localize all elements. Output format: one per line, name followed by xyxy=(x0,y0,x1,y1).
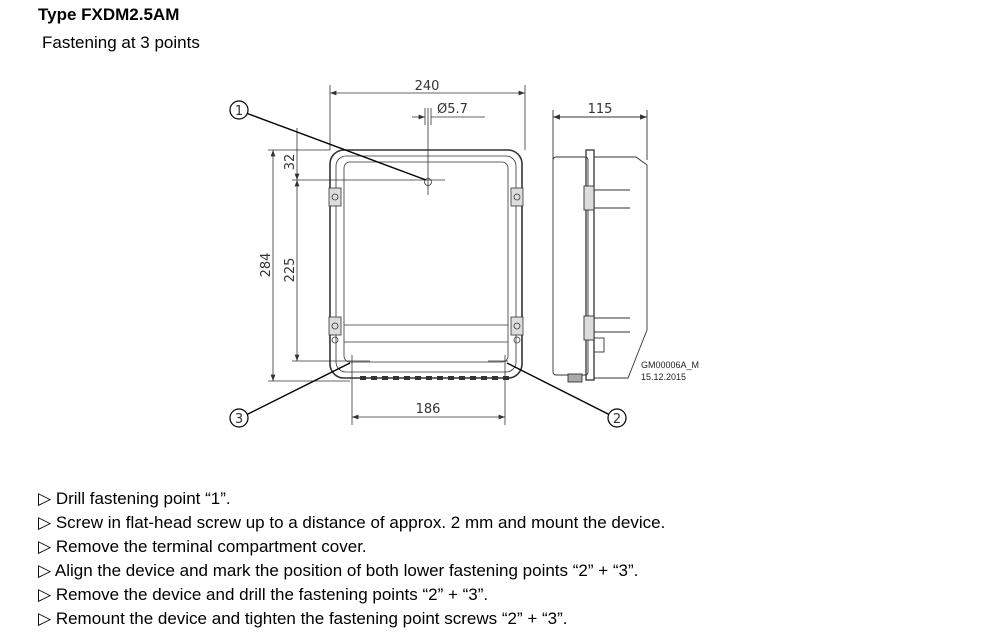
page-title: Type FXDM2.5AM xyxy=(38,5,180,24)
callout-3: 3 xyxy=(235,412,243,427)
callout-1: 1 xyxy=(235,104,243,119)
triangle-bullet-icon: ▷ xyxy=(38,537,52,556)
mounting-drawing: 240 Ø5.7 32 284 225 186 115 1 2 3 GM0000… xyxy=(229,79,699,428)
dim-height-points: 225 xyxy=(283,258,298,283)
triangle-bullet-icon: ▷ xyxy=(38,489,52,508)
triangle-bullet-icon: ▷ xyxy=(38,609,52,628)
callout-2: 2 xyxy=(613,412,621,427)
instruction-list: ▷ Drill fastening point “1”. ▷ Screw in … xyxy=(38,487,665,631)
list-item: ▷ Screw in flat-head screw up to a dista… xyxy=(38,513,666,532)
drawing-code: GM00006A_M xyxy=(641,360,699,370)
drawing-date: 15.12.2015 xyxy=(641,372,686,382)
dim-width: 240 xyxy=(415,79,440,94)
dim-height-total: 284 xyxy=(259,253,274,278)
list-item: ▷ Remove the terminal compartment cover. xyxy=(38,537,367,556)
side-view xyxy=(552,110,648,383)
dim-top-offset: 32 xyxy=(283,154,298,171)
front-view xyxy=(268,85,526,425)
triangle-bullet-icon: ▷ xyxy=(38,513,52,532)
page-subtitle: Fastening at 3 points xyxy=(42,33,200,52)
list-item: ▷ Remove the device and drill the fasten… xyxy=(38,585,489,604)
list-item: ▷ Align the device and mark the position… xyxy=(38,561,639,580)
dim-hole: Ø5.7 xyxy=(437,102,468,117)
dim-depth: 115 xyxy=(588,102,613,117)
triangle-bullet-icon: ▷ xyxy=(38,561,52,580)
list-item: ▷ Remount the device and tighten the fas… xyxy=(38,609,568,628)
list-item: ▷ Drill fastening point “1”. xyxy=(38,489,231,508)
dim-bottom-spacing: 186 xyxy=(416,402,441,417)
triangle-bullet-icon: ▷ xyxy=(38,585,52,604)
